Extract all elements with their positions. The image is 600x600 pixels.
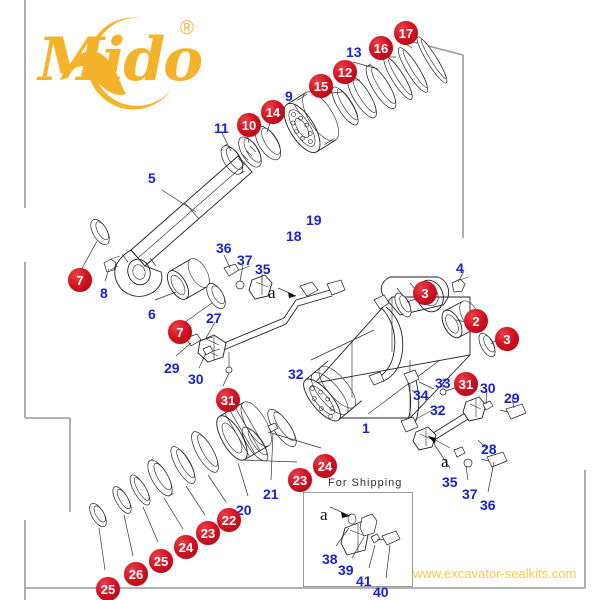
part-label-1: 1 <box>362 420 370 436</box>
site-watermark: www.excavator-sealkits.com <box>413 566 577 581</box>
part-label-28: 28 <box>481 441 497 457</box>
part-label-29: 29 <box>164 360 180 376</box>
seal-kit-badge-7: 7 <box>68 268 92 292</box>
assembly-right-lower-linkage <box>400 369 527 493</box>
seal-kit-badge-25: 25 <box>149 549 173 573</box>
seal-kit-badge-7: 7 <box>168 320 192 344</box>
seal-kit-badge-31: 31 <box>216 388 240 412</box>
assembly-cylinder-tube <box>241 270 497 462</box>
part-label-6: 6 <box>148 306 156 322</box>
for-shipping-inset-box <box>303 492 413 587</box>
seal-kit-badge-15: 15 <box>309 74 333 98</box>
part-label-33: 33 <box>435 375 451 391</box>
part-label-11: 11 <box>214 120 229 136</box>
part-label-36: 36 <box>480 497 496 513</box>
part-label-8: 8 <box>100 285 108 301</box>
for-shipping-caption: For Shipping <box>328 477 403 489</box>
assembly-piston-rod <box>79 145 257 326</box>
seal-kit-badge-25: 25 <box>96 577 120 600</box>
part-label-34: 34 <box>413 387 429 403</box>
seal-kit-badge-12: 12 <box>333 60 357 84</box>
part-label-30: 30 <box>480 380 496 396</box>
part-label-4: 4 <box>456 260 464 276</box>
seal-kit-badge-23: 23 <box>196 521 220 545</box>
seal-kit-badge-24: 24 <box>174 535 198 559</box>
part-label-18: 18 <box>286 228 302 244</box>
seal-kit-badge-26: 26 <box>124 562 148 586</box>
part-label-37: 37 <box>462 486 478 502</box>
logo-wordmark: Mido <box>38 25 203 95</box>
part-label-40: 40 <box>373 584 389 600</box>
detail-marker-a: a <box>441 452 449 471</box>
part-label-35: 35 <box>442 474 458 490</box>
part-label-35: 35 <box>255 261 271 277</box>
seal-kit-badge-2: 2 <box>464 309 488 333</box>
assembly-gland-seal-stack <box>89 401 322 571</box>
part-label-32: 32 <box>430 402 446 418</box>
seal-kit-badge-24: 24 <box>313 454 337 478</box>
brand-logo: Mido ® <box>30 8 215 118</box>
part-label-41: 41 <box>356 573 372 589</box>
part-label-27: 27 <box>206 310 222 326</box>
assembly-grease-line-linkage <box>175 254 346 387</box>
part-label-29: 29 <box>504 390 520 406</box>
detail-marker-a: a <box>268 283 276 302</box>
registered-trademark-icon: ® <box>180 18 194 39</box>
part-label-9: 9 <box>285 88 293 104</box>
part-label-36: 36 <box>216 240 232 256</box>
part-label-39: 39 <box>338 562 354 578</box>
seal-kit-badge-3: 3 <box>413 281 437 305</box>
detail-marker-a: a <box>320 505 328 524</box>
assembly-for-shipping-inset <box>329 506 401 579</box>
part-label-32: 32 <box>288 366 304 382</box>
seal-kit-badge-22: 22 <box>217 508 241 532</box>
part-label-30: 30 <box>188 371 204 387</box>
seal-kit-badge-31: 31 <box>454 372 478 396</box>
seal-kit-badge-23: 23 <box>288 468 312 492</box>
part-label-37: 37 <box>237 252 253 268</box>
seal-kit-badge-10: 10 <box>237 113 261 137</box>
part-label-19: 19 <box>306 212 322 228</box>
logo-swoosh-icon <box>60 17 172 110</box>
assembly-rod-head-seal-stack <box>220 36 448 175</box>
part-label-21: 21 <box>263 486 279 502</box>
part-label-13: 13 <box>346 44 362 60</box>
seal-kit-badge-3: 3 <box>495 327 519 351</box>
part-label-38: 38 <box>322 551 338 567</box>
part-label-5: 5 <box>148 170 156 186</box>
seal-kit-badge-16: 16 <box>369 36 393 60</box>
seal-kit-badge-14: 14 <box>261 100 285 124</box>
seal-kit-badge-17: 17 <box>394 21 418 45</box>
